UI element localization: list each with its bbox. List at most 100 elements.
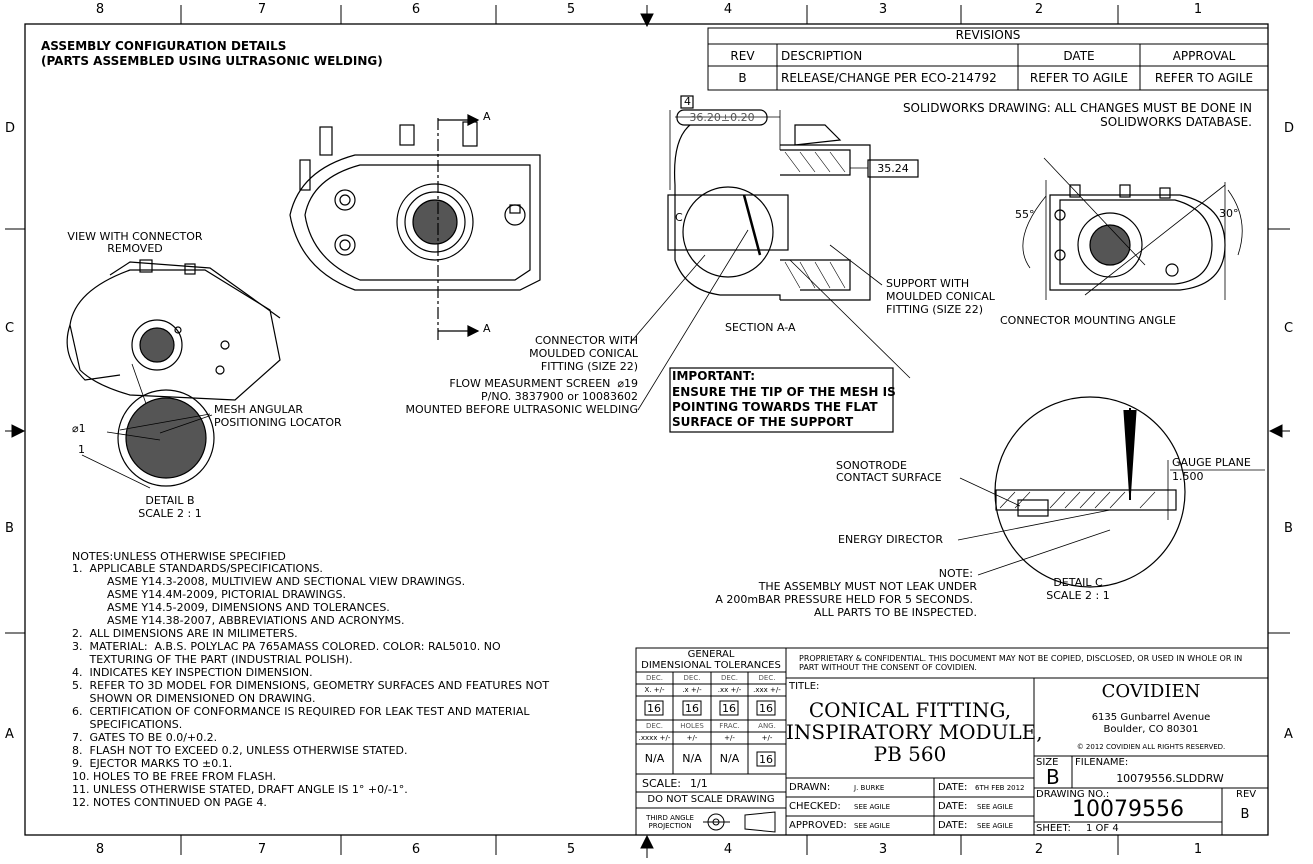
- tol-format: +/-: [761, 734, 773, 742]
- notes-line: 9. EJECTOR MARKS TO ±0.1.: [72, 757, 233, 770]
- revisions-rev: B: [738, 71, 747, 85]
- view-connector-removed-label-2: REMOVED: [107, 242, 163, 255]
- revisions-head-desc: DESCRIPTION: [781, 49, 863, 63]
- do-not-scale-label: DO NOT SCALE DRAWING: [647, 794, 775, 805]
- flow-screen-label-3: MOUNTED BEFORE ULTRASONIC WELDING: [405, 403, 638, 416]
- notes-line: SHOWN OR DIMENSIONED ON DRAWING.: [72, 692, 316, 705]
- projection-label-1: THIRD ANGLE: [646, 814, 694, 822]
- drawn-value: J. BURKE: [854, 784, 885, 792]
- title-block-grid: [785, 647, 1269, 836]
- zone-col-1: 1: [1193, 2, 1203, 17]
- approved-value: SEE AGILE: [854, 822, 890, 830]
- drawing-title-2: INSPIRATORY MODULE,: [786, 720, 1043, 744]
- detail-c-callout: C: [675, 211, 683, 224]
- tol-head: DEC.: [758, 674, 776, 682]
- iso-view: [66, 259, 281, 416]
- zone-col-7: 7: [257, 2, 267, 17]
- notes-line: 2. ALL DIMENSIONS ARE IN MILIMETERS.: [72, 627, 298, 640]
- dimension-35: 35.24: [877, 162, 909, 175]
- important-line-1: ENSURE THE TIP OF THE MESH IS: [672, 385, 896, 399]
- zone-row-c-right: C: [1284, 321, 1294, 336]
- tol-value: 16: [685, 702, 699, 715]
- angle-55-label: 55°: [1015, 208, 1035, 221]
- zone-col-7-bottom: 7: [257, 842, 267, 857]
- sheet-label: SHEET:: [1036, 823, 1071, 834]
- tol-format: +/-: [686, 734, 698, 742]
- notes-line: 7. GATES TO BE 0.0/+0.2.: [72, 731, 218, 744]
- company-address-1: 6135 Gunbarrel Avenue: [1091, 712, 1211, 723]
- drawn-date-value: 6TH FEB 2012: [975, 784, 1025, 792]
- filename-value: 10079556.SLDDRW: [1116, 772, 1224, 785]
- copyright: © 2012 COVIDIEN ALL RIGHTS RESERVED.: [1076, 743, 1226, 751]
- notes-line: 8. FLASH NOT TO EXCEED 0.2, UNLESS OTHER…: [72, 744, 408, 757]
- zone-col-6: 6: [411, 2, 421, 17]
- tol-head: ANG.: [758, 722, 776, 730]
- proprietary-line-2: PART WITHOUT THE CONSENT OF COVIDIEN.: [799, 663, 977, 672]
- section-a-a-label: SECTION A-A: [725, 321, 796, 334]
- tol-head: DEC.: [683, 674, 701, 682]
- tol-head: DEC.: [646, 674, 663, 682]
- notes-line: ASME Y14.5-2009, DIMENSIONS AND TOLERANC…: [72, 601, 390, 614]
- zone-ticks: [5, 5, 1290, 855]
- notes-line: ASME Y14.3-2008, MULTIVIEW AND SECTIONAL…: [72, 575, 466, 588]
- tol-format: X. +/-: [644, 686, 665, 694]
- revisions-title: REVISIONS: [955, 28, 1021, 42]
- proprietary-line-1: PROPRIETARY & CONFIDENTIAL. THIS DOCUMEN…: [799, 654, 1243, 663]
- size-label: SIZE: [1036, 757, 1059, 768]
- section-a-a: [667, 95, 919, 301]
- connector-label-3: FITTING (SIZE 22): [540, 360, 638, 373]
- notes-line: 1. APPLICABLE STANDARDS/SPECIFICATIONS.: [72, 562, 323, 575]
- angle-30-label: 30°: [1219, 207, 1239, 220]
- tol-value: 16: [647, 702, 661, 715]
- zone-col-6-bottom: 6: [411, 842, 421, 857]
- notes-line: 12. NOTES CONTINUED ON PAGE 4.: [72, 796, 267, 809]
- tol-format: .xxxx +/-: [638, 734, 671, 742]
- gauge-plane-value: 1.500: [1172, 470, 1204, 483]
- sonotrode-label-2: CONTACT SURFACE: [836, 471, 942, 484]
- notes-line: NOTES:UNLESS OTHERWISE SPECIFIED: [72, 550, 286, 563]
- notes-line: 6. CERTIFICATION OF CONFORMANCE IS REQUI…: [72, 705, 530, 718]
- diameter-1-label: ⌀1: [72, 422, 86, 435]
- tolerances-title-1: GENERAL: [687, 649, 735, 660]
- tol-head: FRAC.: [719, 722, 740, 730]
- notes-line: 5. REFER TO 3D MODEL FOR DIMENSIONS, GEO…: [72, 679, 550, 692]
- header-title: ASSEMBLY CONFIGURATION DETAILS: [41, 39, 287, 53]
- key-dimension-flag: 4: [684, 95, 691, 108]
- scale-label: SCALE:: [642, 777, 681, 790]
- section-arrow-a-bottom: A: [483, 322, 491, 335]
- leak-note-line-3: ALL PARTS TO BE INSPECTED.: [814, 606, 977, 619]
- tol-value: 16: [759, 753, 773, 766]
- flow-screen-label-1: FLOW MEASURMENT SCREEN ⌀19: [449, 377, 638, 390]
- notes-line: ASME Y14.4M-2009, PICTORIAL DRAWINGS.: [72, 588, 346, 601]
- tol-head: DEC.: [721, 674, 738, 682]
- revisions-head-date: DATE: [1063, 49, 1095, 63]
- notes-line: 3. MATERIAL: A.B.S. POLYLAC PA 765AMASS …: [72, 640, 501, 653]
- revisions-head-approval: APPROVAL: [1172, 49, 1236, 63]
- connector-mounting-view: [1022, 157, 1243, 300]
- zone-col-4: 4: [723, 2, 733, 17]
- detail-b-scale: SCALE 2 : 1: [138, 507, 202, 520]
- zone-col-5: 5: [566, 2, 576, 17]
- approved-date-value: SEE AGILE: [977, 822, 1013, 830]
- important-heading: IMPORTANT:: [672, 369, 756, 383]
- company-address-2: Boulder, CO 80301: [1103, 724, 1199, 735]
- view-connector-removed-label: VIEW WITH CONNECTOR: [67, 230, 203, 243]
- solidworks-note-1: SOLIDWORKS DRAWING: ALL CHANGES MUST BE …: [902, 101, 1252, 115]
- notes-line: 4. INDICATES KEY INSPECTION DIMENSION.: [72, 666, 313, 679]
- tolerance-grid: [635, 647, 787, 836]
- revisions-date: REFER TO AGILE: [1029, 71, 1129, 85]
- revisions-head-rev: REV: [730, 49, 755, 63]
- zone-col-8: 8: [95, 2, 105, 17]
- zone-row-d: D: [5, 121, 16, 136]
- flow-screen-label-2: P/NO. 3837900 or 10083602: [481, 390, 638, 403]
- projection-label-2: PROJECTION: [648, 822, 692, 830]
- tol-format: .xx +/-: [717, 686, 742, 694]
- drawn-label: DRAWN:: [789, 782, 831, 793]
- zone-col-2: 2: [1034, 2, 1044, 17]
- zone-row-b-right: B: [1284, 521, 1293, 536]
- support-label-3: FITTING (SIZE 22): [886, 303, 984, 316]
- mesh-locator-label-2: POSITIONING LOCATOR: [214, 416, 342, 429]
- dimension-1-label: 1: [78, 443, 85, 456]
- zone-row-d-right: D: [1284, 121, 1295, 136]
- connector-mounting-label: CONNECTOR MOUNTING ANGLE: [1000, 314, 1176, 327]
